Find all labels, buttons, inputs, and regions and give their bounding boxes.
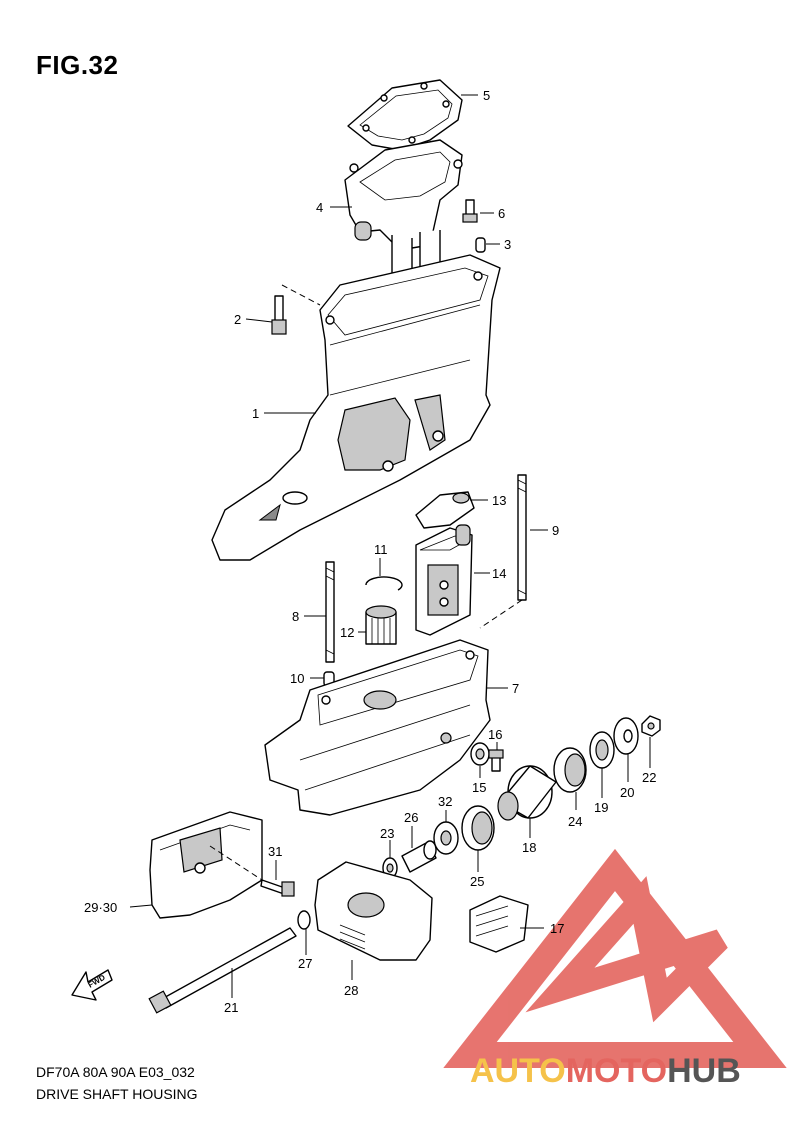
callout-3: 3 (504, 237, 511, 252)
callout-32: 32 (438, 794, 452, 809)
part-24-bushing (553, 747, 587, 793)
part-2-bolt (271, 284, 321, 335)
watermark-text-auto: AUTO (470, 1052, 566, 1090)
callout-18: 18 (522, 840, 536, 855)
callout-12: 12 (340, 625, 354, 640)
fwd-arrow: FWD (71, 969, 113, 1001)
callout-9: 9 (552, 523, 559, 538)
callout-8: 8 (292, 609, 299, 624)
part-18-rubber-mount (497, 765, 557, 821)
part-32-washer (433, 821, 459, 855)
svg-text:AUTOMOTOHUB: AUTOMOTOHUB (470, 1052, 741, 1090)
callout-23: 23 (380, 826, 394, 841)
leader-lines (129, 94, 651, 998)
part-6-bolt (462, 199, 478, 223)
callout-14: 14 (492, 566, 506, 581)
watermark-wordmark: AUTOMOTOHUB (470, 1052, 741, 1090)
callout-28: 28 (344, 983, 358, 998)
callout-27: 27 (298, 956, 312, 971)
part-1-drive-shaft-housing (211, 254, 501, 561)
callout-29-30: 29·30 (84, 900, 117, 915)
part-21-long-bolt (148, 927, 297, 1014)
callout-1: 1 (252, 406, 259, 421)
part-17-rubber-blocks (469, 895, 529, 953)
part-15-collar (470, 742, 490, 766)
part-9-stud (479, 474, 527, 629)
part-12-bushing (365, 605, 397, 645)
figure-title: FIG.32 (36, 50, 119, 80)
callout-labels: 5 4 6 3 2 1 13 9 11 14 8 12 10 7 16 15 1… (84, 88, 656, 1015)
part-5-gasket (347, 79, 463, 151)
watermark-text-hub: HUB (667, 1052, 741, 1090)
watermark-logo (443, 848, 787, 1068)
callout-17: 17 (550, 921, 564, 936)
callout-5: 5 (483, 88, 490, 103)
callout-22: 22 (642, 770, 656, 785)
callout-2: 2 (234, 312, 241, 327)
callout-11: 11 (374, 542, 388, 557)
callout-13: 13 (492, 493, 506, 508)
part-11-circlip (365, 576, 403, 591)
callout-31: 31 (268, 844, 282, 859)
part-3-dowel-pin (475, 237, 486, 253)
callout-20: 20 (620, 785, 634, 800)
part-19-washer (589, 731, 615, 769)
watermark-text-moto: MOTO (566, 1052, 667, 1090)
callout-21: 21 (224, 1000, 238, 1015)
callout-7: 7 (512, 681, 519, 696)
callout-16: 16 (488, 727, 502, 742)
callout-26: 26 (404, 810, 418, 825)
callout-15: 15 (472, 780, 486, 795)
part-31-bolt (209, 845, 295, 897)
callout-19: 19 (594, 800, 608, 815)
callout-6: 6 (498, 206, 505, 221)
callout-24: 24 (568, 814, 582, 829)
part-27-washer (297, 910, 311, 930)
callout-4: 4 (316, 200, 323, 215)
callout-25: 25 (470, 874, 484, 889)
part-14-rubber-mount (415, 524, 473, 636)
figure-name: DRIVE SHAFT HOUSING (36, 1086, 198, 1102)
part-20-washer (613, 717, 639, 755)
part-8-stud (325, 561, 335, 663)
part-16-bolt (488, 749, 504, 772)
callout-10: 10 (290, 671, 304, 686)
part-29-30-cover (149, 811, 263, 919)
part-25-bushing (461, 805, 495, 851)
part-26-spacer (401, 840, 437, 873)
part-22-nut (641, 715, 661, 737)
figure-code: DF70A 80A 90A E03_032 (36, 1064, 195, 1080)
part-28-mount-bracket (314, 861, 433, 961)
part-13-seal (415, 491, 475, 529)
part-7-lower-housing (264, 639, 491, 816)
